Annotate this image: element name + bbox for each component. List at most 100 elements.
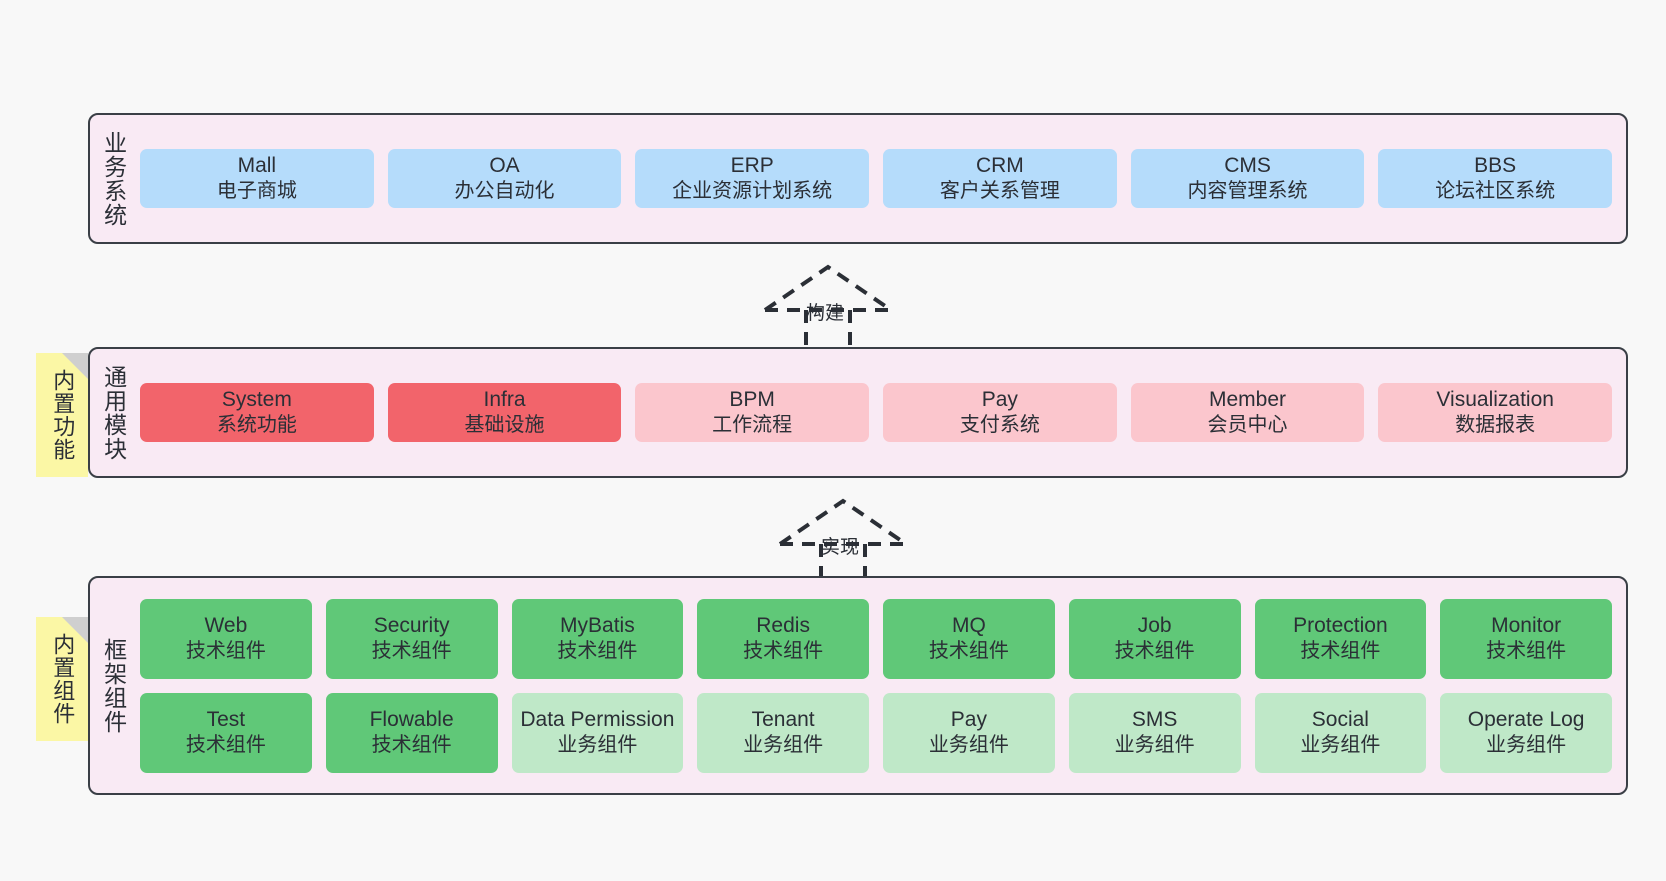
box-security[interactable]: Security 技术组件	[325, 598, 498, 679]
box-sms[interactable]: SMS 业务组件	[1068, 692, 1241, 773]
box-mq[interactable]: MQ 技术组件	[883, 598, 1055, 679]
box-monitor[interactable]: Monitor 技术组件	[1440, 598, 1612, 679]
box-pay-component[interactable]: Pay 业务组件	[883, 692, 1055, 773]
connector-build-label: 构建	[806, 303, 845, 324]
box-bbs-subtitle: 论坛社区系统	[1435, 180, 1556, 203]
box-tenant[interactable]: Tenant 业务组件	[697, 692, 869, 773]
box-operate-log[interactable]: Operate Log 业务组件	[1440, 692, 1612, 773]
box-member-title: Member	[1209, 388, 1287, 412]
note-fold-corner-icon	[62, 353, 88, 379]
box-job-title: Job	[1137, 614, 1172, 638]
box-visualization-subtitle: 数据报表	[1455, 414, 1536, 437]
box-mall-title: Mall	[237, 154, 277, 178]
box-bpm[interactable]: BPM 工作流程	[635, 383, 870, 442]
box-flowable[interactable]: Flowable 技术组件	[325, 692, 498, 773]
box-bpm-title: BPM	[729, 388, 775, 412]
box-infra-title: Infra	[483, 388, 526, 412]
box-job-subtitle: 技术组件	[1114, 640, 1195, 663]
note-builtin-components: 内置组件	[36, 617, 88, 741]
box-visualization-title: Visualization	[1436, 388, 1554, 412]
box-test[interactable]: Test 技术组件	[140, 692, 312, 773]
box-cms[interactable]: CMS 内容管理系统	[1130, 149, 1365, 208]
box-erp[interactable]: ERP 企业资源计划系统	[635, 149, 870, 208]
box-infra-subtitle: 基础设施	[464, 414, 545, 437]
box-social-title: Social	[1311, 708, 1369, 732]
row-common-modules: System 系统功能 Infra 基础设施 BPM 工作流程 Pay 支付系统…	[140, 383, 1613, 442]
section-business-systems: 业务系统 Mall 电子商城 OA 办公自动化 ERP 企业资源计划系统 CRM…	[88, 113, 1628, 244]
box-social-subtitle: 业务组件	[1300, 734, 1381, 757]
box-oa-title: OA	[489, 154, 520, 178]
section-label-framework-components: 框架组件	[100, 637, 127, 734]
box-sms-title: SMS	[1131, 708, 1178, 732]
box-member[interactable]: Member 会员中心	[1130, 383, 1365, 442]
box-cms-subtitle: 内容管理系统	[1187, 180, 1308, 203]
box-security-subtitle: 技术组件	[371, 640, 452, 663]
box-redis[interactable]: Redis 技术组件	[697, 598, 869, 679]
box-web-subtitle: 技术组件	[185, 640, 266, 663]
box-pay-module-title: Pay	[981, 388, 1018, 412]
section-label-common-modules: 通用模块	[100, 364, 127, 461]
box-crm[interactable]: CRM 客户关系管理	[883, 149, 1117, 208]
box-pay-module-subtitle: 支付系统	[959, 414, 1040, 437]
box-infra[interactable]: Infra 基础设施	[387, 383, 622, 442]
row-business-systems: Mall 电子商城 OA 办公自动化 ERP 企业资源计划系统 CRM 客户关系…	[140, 149, 1613, 208]
box-system-title: System	[221, 388, 292, 412]
box-flowable-subtitle: 技术组件	[371, 734, 452, 757]
box-data-permission[interactable]: Data Permission 业务组件	[511, 692, 684, 773]
box-bbs-title: BBS	[1474, 154, 1517, 178]
box-pay-component-subtitle: 业务组件	[928, 734, 1009, 757]
box-web[interactable]: Web 技术组件	[140, 598, 312, 679]
box-pay-module[interactable]: Pay 支付系统	[883, 383, 1117, 442]
box-bbs[interactable]: BBS 论坛社区系统	[1378, 149, 1613, 208]
box-mall-subtitle: 电子商城	[216, 180, 297, 203]
box-social[interactable]: Social 业务组件	[1254, 692, 1427, 773]
section-body-business-systems: Mall 电子商城 OA 办公自动化 ERP 企业资源计划系统 CRM 客户关系…	[136, 115, 1626, 242]
note-builtin-components-label: 内置组件	[50, 633, 76, 725]
box-mq-subtitle: 技术组件	[928, 640, 1009, 663]
box-job[interactable]: Job 技术组件	[1068, 598, 1241, 679]
row-business-components: Test 技术组件 Flowable 技术组件 Data Permission …	[140, 692, 1612, 773]
section-framework-components: 框架组件 Web 技术组件 Security 技术组件 MyBatis 技术组件…	[88, 576, 1628, 795]
box-mybatis[interactable]: MyBatis 技术组件	[511, 598, 684, 679]
section-label-business-systems: 业务系统	[100, 130, 127, 227]
box-erp-title: ERP	[730, 154, 774, 178]
box-bpm-subtitle: 工作流程	[712, 414, 793, 437]
box-mybatis-title: MyBatis	[560, 614, 635, 638]
box-tenant-subtitle: 业务组件	[743, 734, 824, 757]
row-technical-components: Web 技术组件 Security 技术组件 MyBatis 技术组件 Redi…	[140, 598, 1612, 679]
box-system-subtitle: 系统功能	[216, 414, 297, 437]
note-builtin-features: 内置功能	[36, 353, 88, 477]
box-test-title: Test	[206, 708, 246, 732]
box-mall[interactable]: Mall 电子商城	[140, 149, 374, 208]
section-body-common-modules: System 系统功能 Infra 基础设施 BPM 工作流程 Pay 支付系统…	[136, 349, 1626, 476]
note-builtin-features-label: 内置功能	[50, 369, 76, 461]
box-mq-title: MQ	[951, 614, 986, 638]
box-erp-subtitle: 企业资源计划系统	[672, 180, 833, 203]
box-test-subtitle: 技术组件	[185, 734, 266, 757]
box-operate-log-subtitle: 业务组件	[1486, 734, 1567, 757]
box-member-subtitle: 会员中心	[1207, 414, 1288, 437]
box-monitor-title: Monitor	[1491, 614, 1562, 638]
box-tenant-title: Tenant	[751, 708, 815, 732]
connector-implement: 实现	[775, 496, 915, 586]
section-body-framework-components: Web 技术组件 Security 技术组件 MyBatis 技术组件 Redi…	[136, 578, 1626, 793]
box-mybatis-subtitle: 技术组件	[557, 640, 638, 663]
box-redis-subtitle: 技术组件	[743, 640, 824, 663]
box-security-title: Security	[373, 614, 450, 638]
box-crm-title: CRM	[975, 154, 1024, 178]
box-visualization[interactable]: Visualization 数据报表	[1378, 383, 1613, 442]
box-operate-log-title: Operate Log	[1467, 708, 1585, 732]
box-protection[interactable]: Protection 技术组件	[1254, 598, 1427, 679]
box-data-permission-title: Data Permission	[520, 708, 675, 732]
box-protection-title: Protection	[1293, 614, 1388, 638]
box-flowable-title: Flowable	[369, 708, 454, 732]
connector-implement-label: 实现	[821, 537, 860, 558]
box-oa[interactable]: OA 办公自动化	[387, 149, 622, 208]
box-crm-subtitle: 客户关系管理	[939, 180, 1060, 203]
connector-build: 构建	[760, 262, 900, 352]
box-data-permission-subtitle: 业务组件	[557, 734, 638, 757]
box-system[interactable]: System 系统功能	[140, 383, 374, 442]
box-protection-subtitle: 技术组件	[1300, 640, 1381, 663]
box-cms-title: CMS	[1224, 154, 1271, 178]
